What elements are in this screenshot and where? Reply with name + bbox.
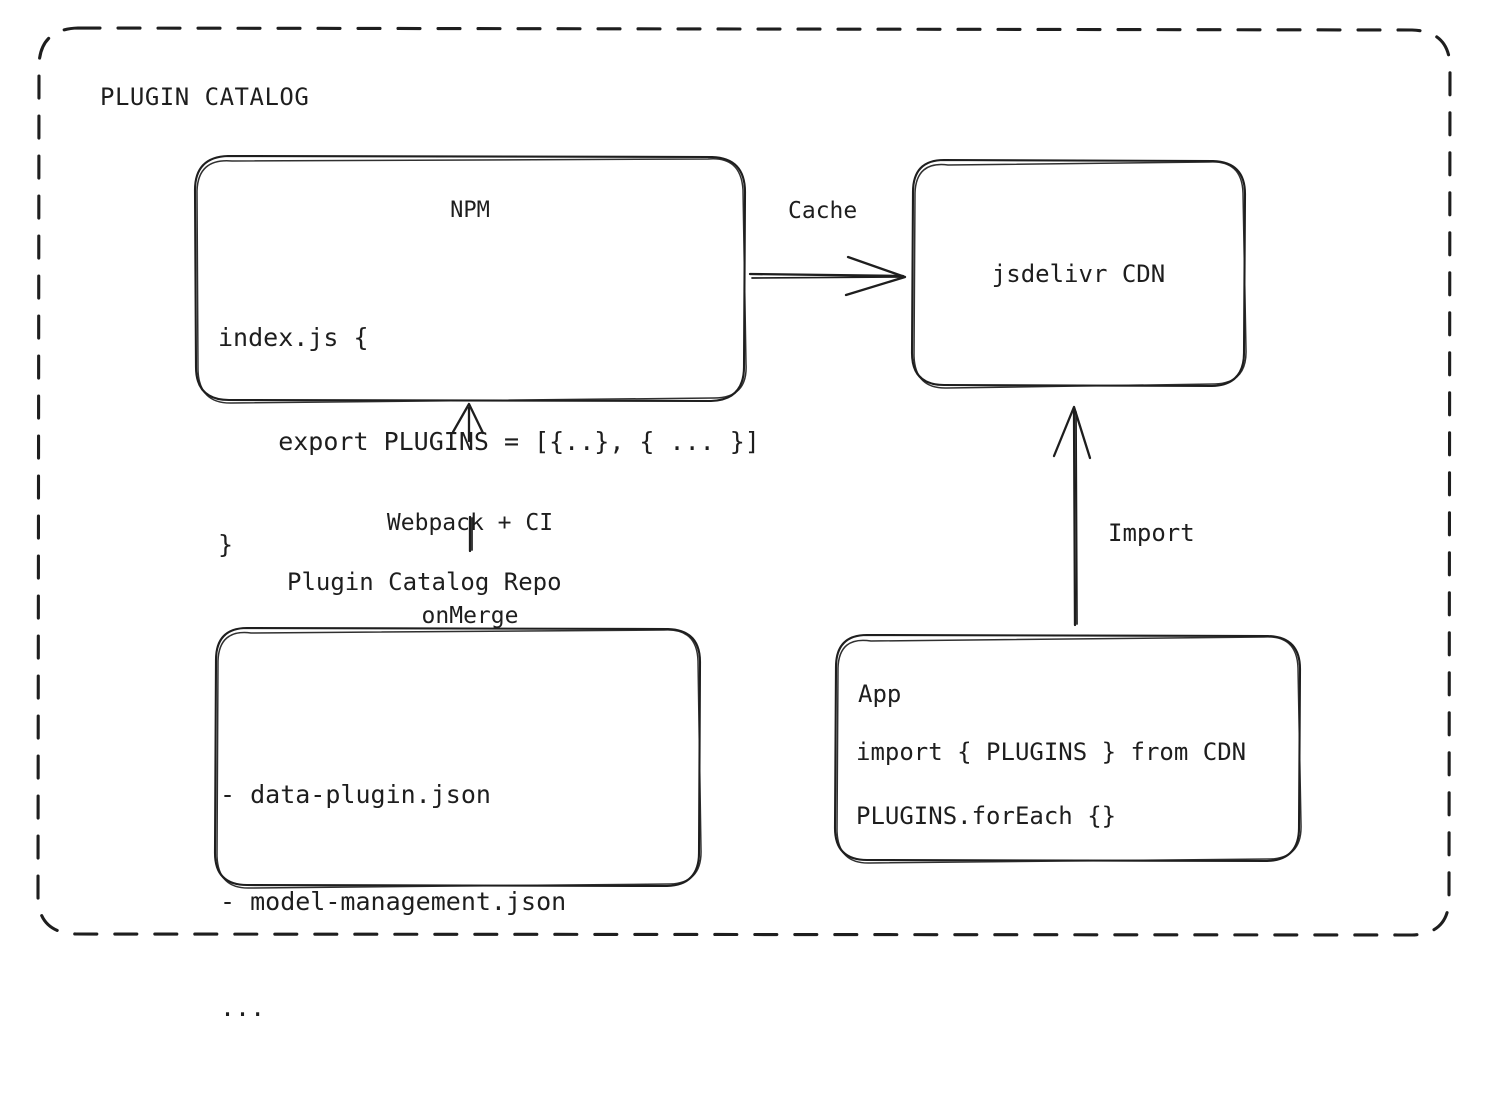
app-node-title: App <box>858 680 902 708</box>
repo-box-outline <box>213 626 702 888</box>
npm-code-line-1: index.js { <box>218 323 369 352</box>
edge-label-cache: Cache <box>788 198 858 224</box>
import-arrow-line <box>1072 408 1077 627</box>
app-code-line-1: import { PLUGINS } from CDN <box>856 738 1247 766</box>
cdn-node-title: jsdelivr CDN <box>991 260 1166 288</box>
app-box-outline-sketch <box>836 636 1302 864</box>
edge-label-build: Webpack + CI onMerge <box>370 446 570 694</box>
group-dashed-border <box>36 26 1452 937</box>
cdn-box-outline <box>910 158 1247 388</box>
npm-node-title: NPM <box>450 198 490 223</box>
repo-node-label: Plugin Catalog Repo <box>287 568 562 596</box>
build-arrow-head <box>451 402 485 435</box>
edge-label-build-line-2: onMerge <box>421 603 519 630</box>
diagram-canvas: PLUGIN CATALOG NPM index.js { export PLU… <box>36 26 1452 1022</box>
app-code-line-2: PLUGINS.forEach {} <box>856 802 1117 830</box>
repo-node-list: - data-plugin.json - model-management.js… <box>220 706 566 1097</box>
npm-box-outline <box>193 154 747 403</box>
cdn-box-outline-sketch <box>913 161 1247 389</box>
repo-box-outline-sketch <box>216 629 702 889</box>
app-box-outline <box>833 633 1302 863</box>
npm-box-outline-sketch <box>196 158 747 404</box>
repo-list-item-2: - model-management.json <box>220 886 567 916</box>
cache-arrow-line-sketch <box>751 276 902 279</box>
repo-list-item-1: - data-plugin.json <box>220 780 491 809</box>
group-title: PLUGIN CATALOG <box>100 83 310 111</box>
npm-node-code: index.js { export PLUGINS = [{..}, { ...… <box>218 252 760 632</box>
import-arrow-head <box>1052 405 1092 460</box>
cache-arrow-line <box>748 272 905 278</box>
import-arrow-line-sketch <box>1075 411 1078 625</box>
cache-arrow-head <box>844 255 907 297</box>
npm-code-line-2: export PLUGINS = [{..}, { ... }] <box>218 426 760 456</box>
edge-label-build-line-1: Webpack + CI <box>386 510 554 537</box>
diagram-strokes <box>36 26 1452 937</box>
edge-label-import: Import <box>1108 519 1195 547</box>
repo-list-item-3: ... <box>220 993 266 1022</box>
npm-code-line-3: } <box>218 530 234 559</box>
